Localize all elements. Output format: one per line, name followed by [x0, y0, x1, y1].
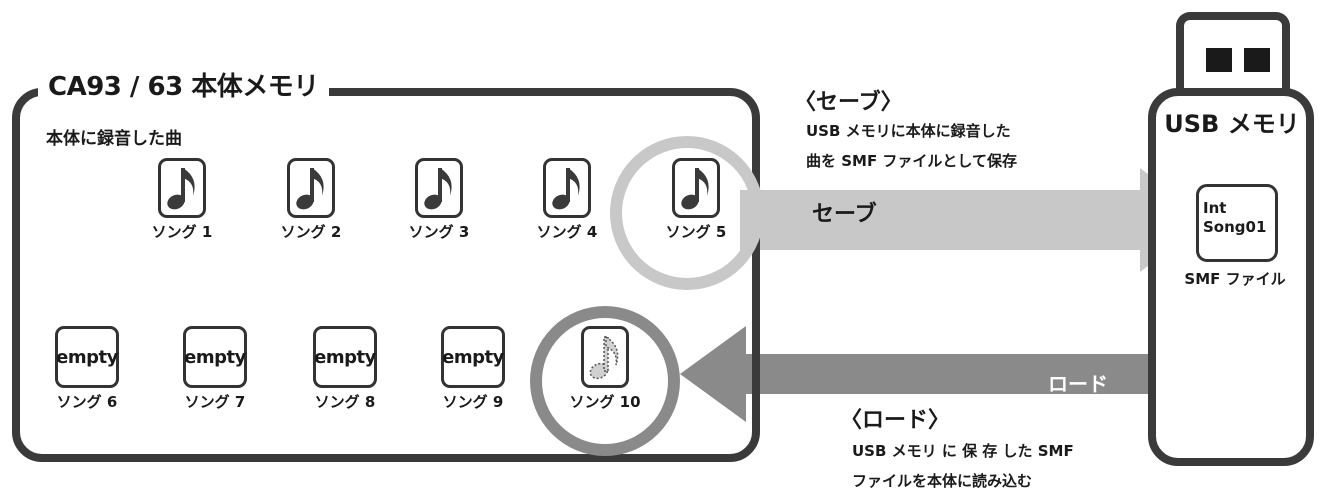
empty-slot: empty — [313, 326, 377, 388]
dotted-music-note-icon — [581, 326, 629, 388]
music-note-icon — [415, 158, 463, 218]
song-tile-8[interactable]: empty ソング 8 — [300, 326, 390, 412]
song-label: ソング 4 — [536, 223, 598, 241]
internal-memory-box — [12, 88, 760, 462]
save-description-line1: USB メモリに本体に録音した — [806, 122, 1011, 140]
song-tile-2[interactable]: ソング 2 — [266, 158, 356, 242]
save-description-line2: 曲を SMF ファイルとして保存 — [806, 152, 1017, 170]
empty-slot: empty — [55, 326, 119, 388]
usb-slot-left — [1206, 48, 1232, 72]
save-arrow — [740, 168, 1208, 272]
song-label: ソング 3 — [408, 223, 470, 241]
usb-memory-box — [1148, 88, 1314, 466]
music-note-icon — [158, 158, 206, 218]
save-arrow-label: セーブ — [812, 202, 877, 227]
song-label: ソング 5 — [665, 223, 727, 241]
usb-connector — [1176, 12, 1290, 96]
file-name-line2: Song01 — [1203, 218, 1267, 236]
song-tile-6[interactable]: empty ソング 6 — [42, 326, 132, 412]
empty-slot: empty — [441, 326, 505, 388]
save-heading: 〈セーブ〉 — [794, 90, 903, 115]
music-note-icon — [287, 158, 335, 218]
load-description-line1: USB メモリ に 保 存 した SMF — [852, 442, 1074, 460]
load-description-line2: ファイルを本体に読み込む — [852, 472, 1033, 490]
load-heading: 〈ロード〉 — [840, 408, 951, 433]
music-note-icon — [543, 158, 591, 218]
smf-file-tile[interactable]: Int Song01 — [1196, 184, 1278, 262]
song-tile-7[interactable]: empty ソング 7 — [170, 326, 260, 412]
song-label: ソング 7 — [184, 393, 246, 411]
internal-memory-title: CA93 / 63 本体メモリ — [38, 70, 329, 104]
load-arrow — [680, 290, 1258, 422]
song-label: ソング 6 — [56, 393, 118, 411]
song-label: ソング 1 — [151, 223, 213, 241]
empty-slot: empty — [183, 326, 247, 388]
song-tile-5[interactable]: ソング 5 — [651, 158, 741, 242]
song-tile-1[interactable]: ソング 1 — [137, 158, 227, 242]
usb-slot-right — [1244, 48, 1270, 72]
song-tile-9[interactable]: empty ソング 9 — [428, 326, 518, 412]
song-label: ソング 10 — [569, 393, 641, 411]
usb-memory-title: USB メモリ — [1164, 110, 1300, 138]
file-name-line1: Int — [1203, 199, 1227, 217]
song-label: ソング 9 — [442, 393, 504, 411]
song-tile-10[interactable]: ソング 10 — [560, 326, 650, 412]
song-tile-3[interactable]: ソング 3 — [394, 158, 484, 242]
song-label: ソング 8 — [314, 393, 376, 411]
load-arrow-label: ロード — [1048, 372, 1108, 396]
song-label: ソング 2 — [280, 223, 342, 241]
song-tile-4[interactable]: ソング 4 — [522, 158, 612, 242]
music-note-icon — [672, 158, 720, 218]
smf-file-label: SMF ファイル — [1184, 270, 1286, 288]
recorded-songs-heading: 本体に録音した曲 — [46, 129, 182, 149]
